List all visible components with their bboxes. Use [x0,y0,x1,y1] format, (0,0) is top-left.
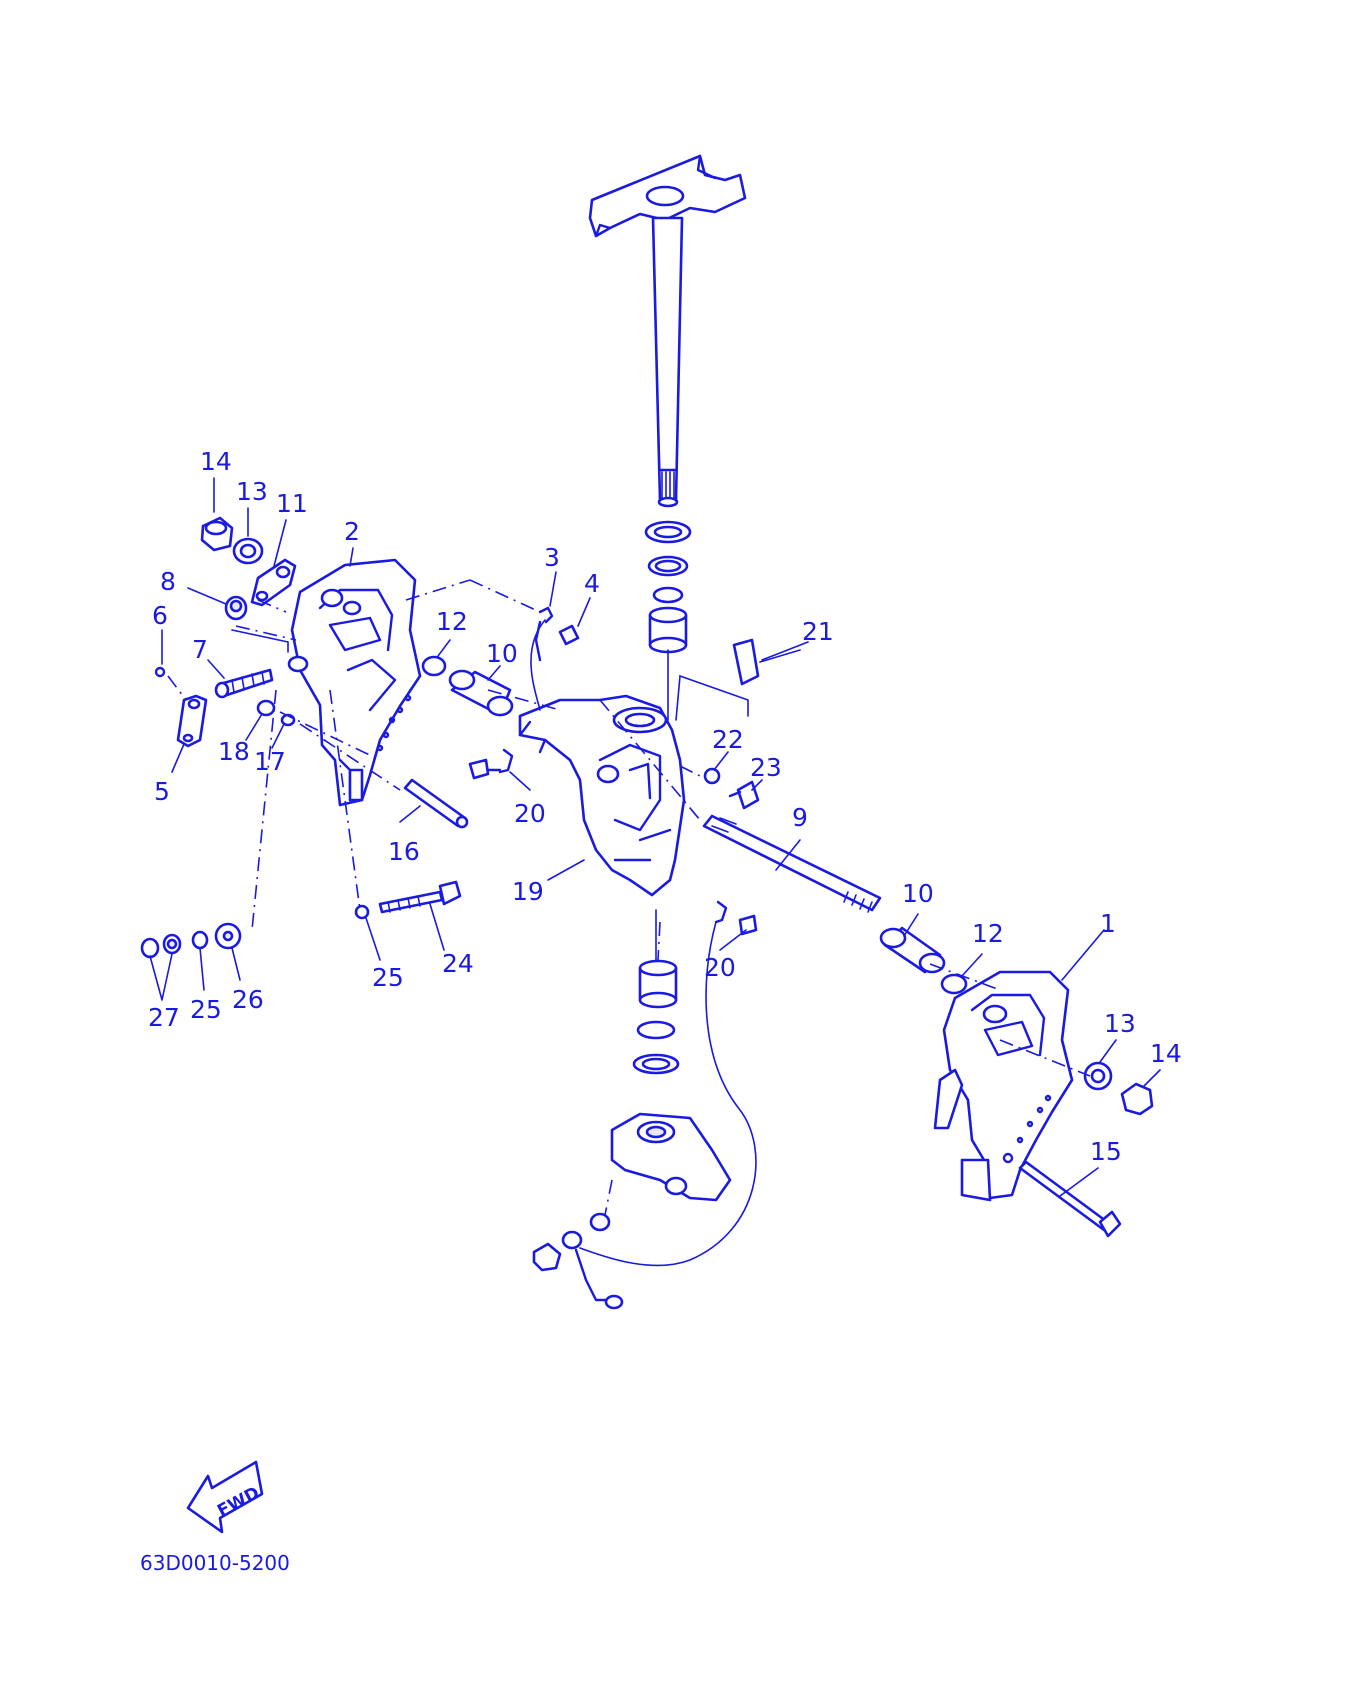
bolt-23 [728,780,760,810]
tube-16 [403,778,469,829]
cap-8 [224,595,248,621]
grease-nipple-20-upper [468,748,514,780]
callout-22: 22 [712,725,744,754]
callout-10: 10 [486,639,518,668]
callout-14: 14 [1150,1039,1182,1068]
callout-5: 5 [154,777,170,806]
callout-12: 12 [436,607,468,636]
callout-18: 18 [218,737,250,766]
callout-20: 20 [704,953,736,982]
callout-2: 2 [344,517,360,546]
callout-26: 26 [232,985,264,1014]
bolt-4 [558,624,580,646]
callout-11: 11 [276,489,308,518]
callout-10: 10 [902,879,934,908]
nut-14-right [1120,1082,1154,1116]
steering-arm [588,154,747,238]
callout-23: 23 [750,753,782,782]
callout-25: 25 [372,963,404,992]
callout-16: 16 [388,837,420,866]
pin-6 [154,666,166,678]
leader-box-left [231,629,289,653]
swivel-bracket [518,694,686,897]
tilt-shaft [702,814,882,913]
washer-13-right [1083,1061,1113,1091]
link-5 [176,694,208,748]
callout-1: 1 [1100,909,1116,938]
washer-25-bottom [191,930,209,950]
callout-6: 6 [152,601,168,630]
nuts-27 [140,933,182,959]
washer-13-left [232,537,264,565]
callout-14: 14 [200,447,232,476]
callout-8: 8 [160,567,176,596]
leader-lines [149,477,1161,1197]
grease-plate [732,638,801,686]
callout-numbers: 14 13 11 2 8 6 7 5 18 17 3 4 12 10 21 22… [148,447,1182,1166]
washer-12-upper [421,655,447,677]
nut-18 [256,699,276,717]
callout-12: 12 [972,919,1004,948]
fwd-arrow-icon: FWD [186,1460,264,1534]
lower-shaft-bushings [632,909,680,1075]
callout-4: 4 [584,569,600,598]
clip-3 [534,606,554,662]
callout-13: 13 [1104,1009,1136,1038]
callout-13: 13 [236,477,268,506]
callout-27: 27 [148,1003,180,1032]
spring-7 [214,668,274,699]
bolt-15 [1002,1152,1122,1238]
callout-19: 19 [512,877,544,906]
grease-nipple-20-lower [714,900,758,936]
callout-17: 17 [254,747,286,776]
callout-20: 20 [514,799,546,828]
callout-15: 15 [1090,1137,1122,1166]
nut-22 [703,767,721,785]
callout-9: 9 [792,803,808,832]
bolt-24 [378,880,462,914]
washer-12-lower [940,973,968,995]
callout-21: 21 [802,617,834,646]
washer-25-mid [354,904,370,920]
callout-24: 24 [442,949,474,978]
steering-shaft [651,216,684,508]
nut-14-left [200,516,234,552]
callout-25: 25 [190,995,222,1024]
bushing-upper-left [448,669,514,717]
lower-mount [610,1112,732,1202]
bracket-11 [250,558,297,607]
callout-7: 7 [192,635,208,664]
bushing-lower-right [879,926,946,974]
diagram-code: 63D0010-5200 [140,1551,290,1575]
clamp-bracket-left [287,558,422,807]
clamp-bracket-right [933,970,1074,1202]
callout-3: 3 [544,543,560,572]
alignment-lines [167,579,1091,1216]
washer-26 [214,922,242,950]
ground-wire [579,921,757,1267]
upper-shaft-bushings [644,520,692,721]
lower-mount-fasteners [532,1212,624,1310]
